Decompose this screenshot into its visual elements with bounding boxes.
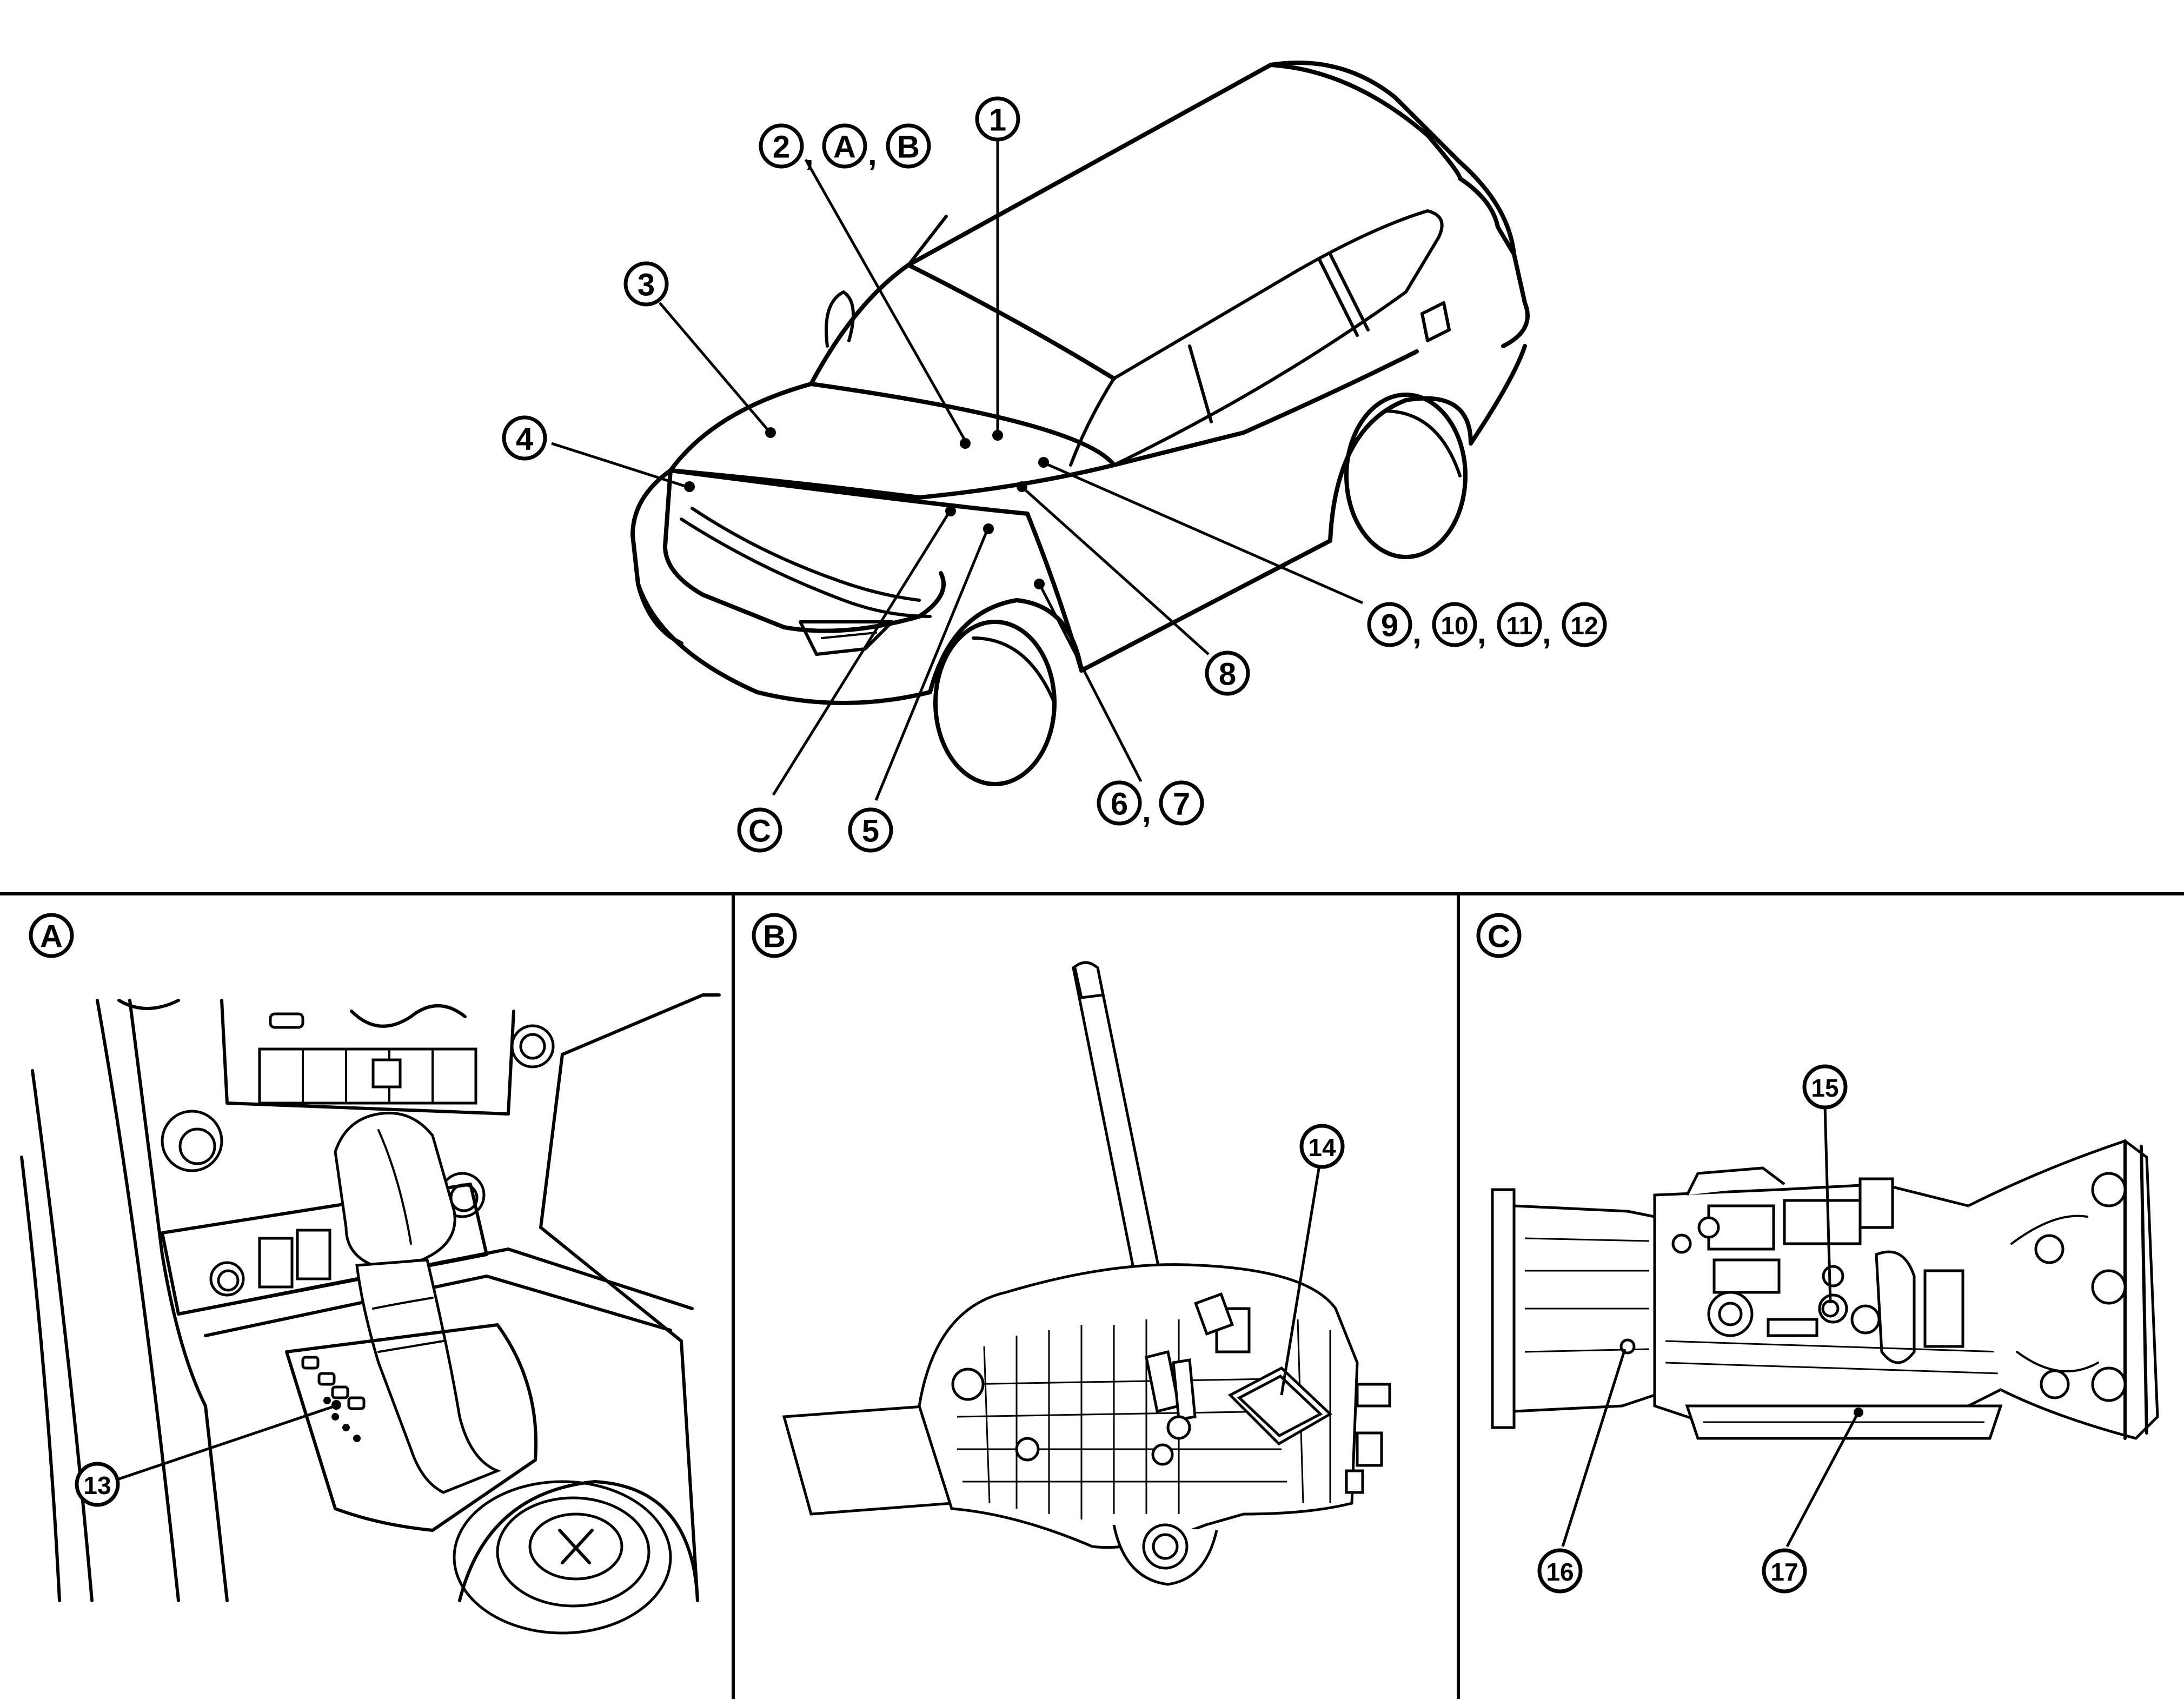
svg-text:11: 11 xyxy=(1506,612,1533,640)
svg-text:,: , xyxy=(1477,614,1486,651)
panel-c-label: C xyxy=(1476,913,1522,958)
svg-text:1: 1 xyxy=(989,103,1006,138)
svg-text:,: , xyxy=(1412,614,1422,651)
svg-text:C: C xyxy=(748,814,771,849)
svg-text:15: 15 xyxy=(1811,1074,1838,1102)
panel-borders xyxy=(0,892,2184,1699)
callout-5: 5 xyxy=(848,807,893,853)
center-console-illustration xyxy=(20,993,721,1635)
panel-b-label: B xyxy=(752,913,797,958)
panel-b: B xyxy=(752,913,1391,1586)
svg-text:2: 2 xyxy=(773,130,790,165)
svg-text:C: C xyxy=(1488,919,1510,954)
panel-c: C xyxy=(1476,913,2159,1594)
svg-text:B: B xyxy=(897,130,920,165)
svg-text:8: 8 xyxy=(1219,657,1236,692)
callout-C: C xyxy=(737,807,782,853)
svg-text:,: , xyxy=(1142,793,1151,829)
svg-text:B: B xyxy=(763,919,786,954)
svg-text:7: 7 xyxy=(1173,787,1190,822)
callout-16: 16 xyxy=(1537,1349,1627,1594)
callout-8: 8 xyxy=(1205,651,1250,696)
callout-6-7: 6 , 7 xyxy=(1097,780,1204,829)
panel-a: A xyxy=(20,913,721,1635)
gate-indicators xyxy=(301,1356,366,1442)
svg-text:,: , xyxy=(868,136,877,172)
svg-text:10: 10 xyxy=(1440,612,1468,640)
panel-a-label: A xyxy=(29,913,74,958)
svg-text:6: 6 xyxy=(1111,787,1128,822)
svg-text:13: 13 xyxy=(83,1471,111,1499)
svg-text:16: 16 xyxy=(1546,1558,1574,1586)
callout-15: 15 xyxy=(1802,1064,1848,1304)
svg-text:A: A xyxy=(40,919,63,954)
svg-text:,: , xyxy=(1542,614,1551,651)
callout-4: 4 xyxy=(502,415,547,461)
svg-text:,: , xyxy=(805,136,814,172)
callout-1: 1 xyxy=(975,96,1020,142)
vehicle-illustration xyxy=(630,61,1530,786)
svg-text:4: 4 xyxy=(516,422,533,457)
housing-grid xyxy=(957,1319,1331,1519)
svg-text:17: 17 xyxy=(1770,1558,1798,1586)
callout-2-A-B: 2 , A , B xyxy=(759,123,931,172)
vehicle-leaders xyxy=(551,138,1364,801)
svg-text:5: 5 xyxy=(862,814,879,849)
callout-13: 13 xyxy=(75,1400,341,1507)
svg-text:3: 3 xyxy=(638,268,655,303)
svg-text:A: A xyxy=(833,130,856,165)
transmission-illustration xyxy=(1491,1139,2159,1440)
callout-17: 17 xyxy=(1762,1408,1863,1594)
callout-14: 14 xyxy=(1280,1124,1345,1396)
svg-text:12: 12 xyxy=(1570,612,1598,640)
callout-3: 3 xyxy=(623,261,669,307)
shift-lever-assembly-illustration xyxy=(782,961,1391,1586)
svg-text:9: 9 xyxy=(1381,608,1398,643)
callout-9-10-11-12: 9 , 10 , 11 , 12 xyxy=(1367,602,1607,651)
svg-text:14: 14 xyxy=(1308,1133,1336,1162)
